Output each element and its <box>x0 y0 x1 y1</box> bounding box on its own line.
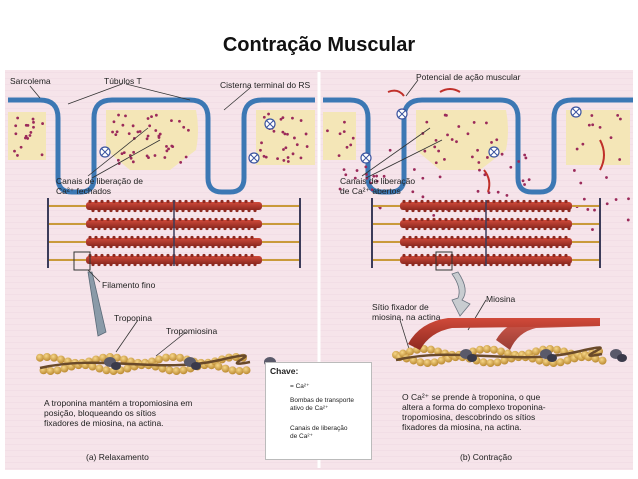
cisterna-right-2 <box>416 110 508 170</box>
page-title: Contração Muscular <box>222 34 416 56</box>
label-tropomiosina: Tropomiosina <box>166 326 218 336</box>
label-troponina: Troponina <box>114 313 152 323</box>
caption-right-4: fixadores da miosina, na actina. <box>402 422 522 432</box>
zoom-arrow-left <box>87 271 107 337</box>
label-canais-fechados-1: Canais de liberação de <box>56 176 143 186</box>
label-canais-fechados-2: Ca²⁺ fechados <box>56 186 112 196</box>
caption-left-3: fixadores de miosina, na actina. <box>44 418 164 428</box>
panel-label-b: (b) Contração <box>460 452 512 462</box>
sarcolemma-left <box>8 97 315 195</box>
label-canais-abertos-1: Canais de liberação <box>340 176 416 186</box>
key-ca-text: = Ca²⁺ <box>290 383 310 390</box>
label-tubulos-t: Túbulos T <box>104 76 142 86</box>
calcium-ions <box>13 112 630 231</box>
label-sitio-2: miosina, na actina <box>372 312 441 322</box>
cisterna-right-3 <box>566 110 630 165</box>
leader-lines <box>29 79 443 179</box>
caption-right-1: O Ca²⁺ se prende à troponina, o que <box>402 392 541 402</box>
label-cisterna: Cisterna terminal do RS <box>220 80 311 90</box>
label-potencial: Potencial de ação muscular <box>416 72 521 82</box>
key-channel-text-1: Canais de liberação <box>290 425 348 432</box>
leader-lines-2 <box>87 269 487 357</box>
sarcolemma-right <box>323 97 633 195</box>
key-pump-text-1: Bombas de transporte <box>290 397 354 404</box>
ca-pump-crosses <box>100 107 581 163</box>
key-channel-text-2: de Ca²⁺ <box>290 433 313 440</box>
zoom-box-right <box>435 251 453 271</box>
sarcomere-relaxed <box>47 198 301 268</box>
myosin-heads <box>408 318 600 350</box>
caption-left-1: A troponina mantém a tropomiosina em <box>44 398 193 408</box>
caption-left-2: posição, bloqueando os sítios <box>44 408 156 418</box>
cisterna-left-2 <box>106 110 198 170</box>
thin-filament-relaxed <box>36 353 281 375</box>
zoom-box-left <box>73 251 91 271</box>
caption-right-2: altera a forma do complexo troponina- <box>402 402 546 412</box>
key-title: Chave: <box>270 366 299 376</box>
sarcomere-contracted <box>371 198 601 268</box>
label-sitio-1: Sítio fixador de <box>372 302 429 312</box>
label-sarcolema: Sarcolema <box>10 76 51 86</box>
caption-right-3: tropomiosina, descobrindo os sítios <box>402 412 536 422</box>
cisterna-right-1 <box>323 112 356 160</box>
panel-label-a: (a) Relaxamento <box>86 452 149 462</box>
key-pump-text-2: ativo de Ca²⁺ <box>290 405 329 412</box>
label-filamento: Filamento fino <box>102 280 156 290</box>
zoom-arrow-right <box>451 271 471 317</box>
legend-key: Chave: = Ca²⁺ Bombas de transporte ativo… <box>265 362 372 460</box>
label-canais-abertos-2: de Ca²⁺ abertos <box>340 186 401 196</box>
thin-filament-contracted <box>392 345 627 367</box>
action-potential-arrows <box>387 88 605 193</box>
label-miosina: Miosina <box>486 294 516 304</box>
